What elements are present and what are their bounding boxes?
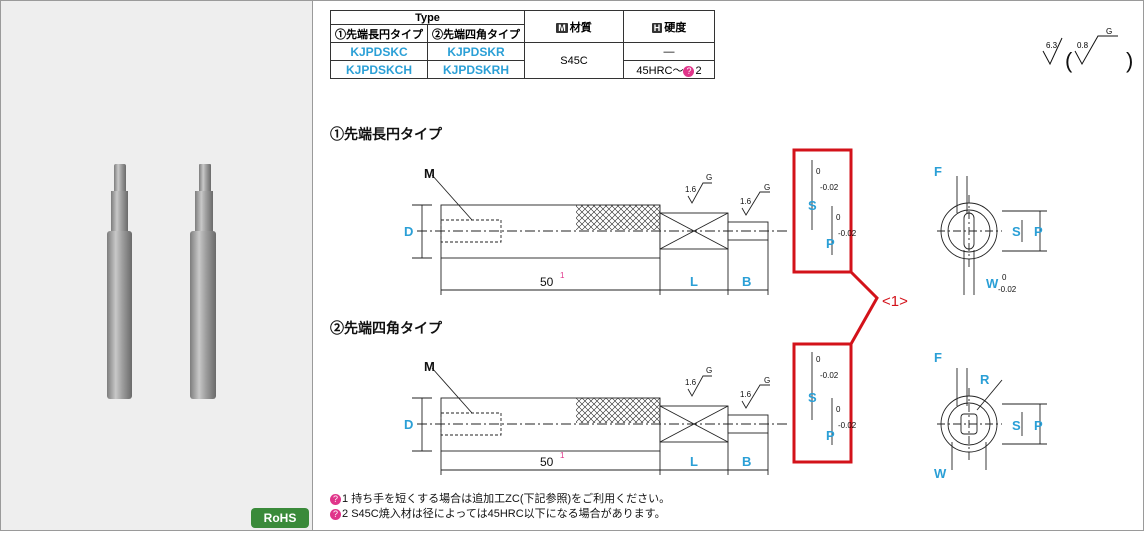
label-s: S: [1012, 224, 1021, 239]
svg-text:6.3: 6.3: [1046, 41, 1058, 50]
tol-lower: -0.02: [820, 371, 839, 380]
tol-lower: -0.02: [820, 183, 839, 192]
callout-box-1: [792, 148, 853, 274]
technical-drawing: M D 50 L B S P F S P W 1 1.6 G 1.6 G 0 -…: [404, 148, 1047, 480]
roughness-g: G: [764, 183, 770, 192]
label-50: 50: [540, 275, 554, 289]
material-value: S45C: [524, 42, 624, 79]
label-p: P: [826, 236, 835, 251]
callout-box-2: [792, 342, 853, 464]
label-d: D: [404, 224, 413, 239]
note-mark-icon: ?: [330, 509, 341, 520]
type-code: KJPDSKR: [427, 42, 525, 61]
drawing-oval-tip-side: [412, 174, 787, 295]
roughness-value: 1.6: [685, 185, 697, 194]
label-l: L: [690, 454, 698, 469]
svg-text:0.8: 0.8: [1077, 41, 1089, 50]
footnote-2: ?2 S45C焼入材は径によっては45HRC以下になる場合があります。: [330, 505, 666, 521]
hardness-value: 45HRC～?2: [623, 60, 715, 79]
section-2-title: ②先端四角タイプ: [330, 320, 442, 336]
footnote-1: ?1 持ち手を短くする場合は追加工ZC(下記参照)をご利用ください。: [330, 490, 670, 506]
drawing-oval-tip-end: [937, 176, 1047, 295]
roughness-g: G: [706, 366, 712, 375]
pin-photo-2: [190, 164, 216, 399]
label-b: B: [742, 454, 751, 469]
tol-lower: -0.02: [998, 285, 1017, 294]
type2-header: ②先端四角タイプ: [427, 24, 525, 43]
note1-mark: 1: [560, 451, 565, 460]
callout-label: <1>: [882, 293, 908, 310]
rohs-badge: RoHS: [251, 508, 309, 528]
label-m: M: [424, 359, 435, 374]
label-w: W: [934, 466, 947, 480]
tol-lower: -0.02: [838, 229, 857, 238]
label-w: W: [986, 276, 999, 291]
section-1-title: ①先端長円タイプ: [330, 126, 442, 142]
tol-upper: 0: [836, 213, 841, 222]
svg-text:): ): [1126, 48, 1133, 73]
note1-mark: 1: [560, 271, 565, 280]
label-f: F: [934, 350, 942, 365]
roughness-value: 1.6: [740, 390, 752, 399]
label-b: B: [742, 274, 751, 289]
type-code: KJPDSKC: [330, 42, 428, 61]
label-s: S: [808, 390, 817, 405]
tol-lower: -0.02: [838, 421, 857, 430]
label-f: F: [934, 164, 942, 179]
label-p: P: [1034, 224, 1043, 239]
tol-upper: 0: [816, 355, 821, 364]
roughness-value: 1.6: [685, 378, 697, 387]
tol-upper: 0: [836, 405, 841, 414]
label-d: D: [404, 417, 413, 432]
label-m: M: [424, 166, 435, 181]
label-p: P: [826, 428, 835, 443]
tol-upper: 0: [816, 167, 821, 176]
label-r: R: [980, 372, 990, 387]
type-code: KJPDSKRH: [427, 60, 525, 79]
label-s: S: [1012, 418, 1021, 433]
roughness-value: 1.6: [740, 197, 752, 206]
product-photo-panel: RoHS: [1, 1, 313, 530]
note-mark-icon: ?: [683, 65, 695, 77]
type1-header: ①先端長円タイプ: [330, 24, 428, 43]
label-s: S: [808, 198, 817, 213]
note-mark-icon: ?: [330, 494, 341, 505]
drawing-square-tip-side: [412, 367, 787, 475]
label-l: L: [690, 274, 698, 289]
pin-photo-1: [107, 164, 132, 399]
roughness-g: G: [764, 376, 770, 385]
svg-text:(: (: [1065, 48, 1073, 73]
label-p: P: [1034, 418, 1043, 433]
type-code: KJPDSKCH: [330, 60, 428, 79]
surface-roughness-symbol: 6.3 ( 0.8 G ): [1042, 28, 1133, 73]
tol-upper: 0: [1002, 273, 1007, 282]
svg-text:G: G: [1106, 28, 1112, 36]
product-photo: [107, 164, 216, 399]
type-header: Type: [330, 10, 525, 25]
roughness-g: G: [706, 173, 712, 182]
drawing-square-tip-end: [937, 368, 1047, 470]
label-50: 50: [540, 455, 554, 469]
hardness-value: —: [623, 42, 715, 61]
